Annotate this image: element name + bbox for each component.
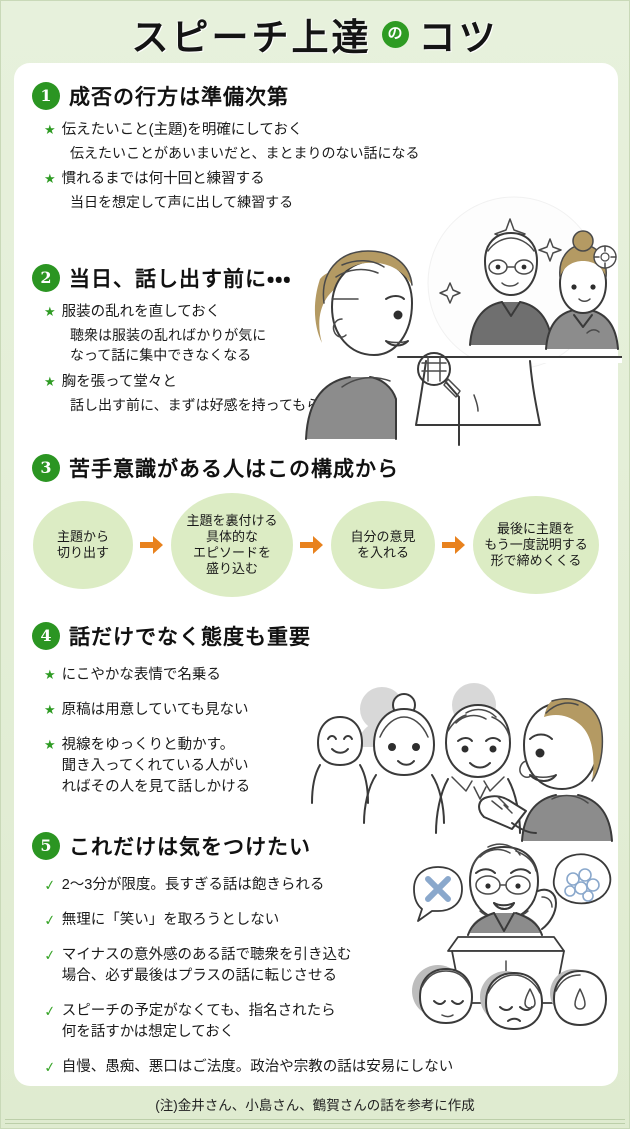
list-item: ★ 視線をゆっくりと動かす。 聞き入ってくれている人がい ればその人を見て話しか… — [44, 735, 618, 798]
flow-step-4: 最後に主題を もう一度説明する 形で締めくくる — [473, 496, 599, 594]
flow-step-1: 主題から 切り出す — [33, 501, 133, 589]
section-1-bullets: ★ 伝えたいこと(主題)を明確にしておく 伝えたいことがあいまいだと、まとまりの… — [44, 120, 618, 213]
check-icon: ✓ — [42, 911, 57, 929]
section-3: 3 苦手意識がある人はこの構成から 主題から 切り出す 主題を裏付ける 具体的な… — [14, 453, 618, 597]
flow-arrow-2 — [297, 534, 327, 556]
star-icon: ★ — [44, 122, 56, 137]
section-2: 2 当日、話し出す前に・・・ ★ 服装の乱れを直しておく 聴衆は服装の乱ればかり… — [14, 263, 618, 421]
list-item: ★ 慣れるまでは何十回と練習する — [44, 169, 618, 190]
title-part-1: スピーチ上達 — [131, 15, 372, 59]
speech-structure-flow: 主題から 切り出す 主題を裏付ける 具体的な エピソードを 盛り込む 自分の — [14, 493, 618, 597]
section-5: 5 これだけは気をつけたい ✓ 2〜3分が限度。長すぎる話は飽きられる ✓ 無理… — [14, 831, 618, 1080]
section-1-heading: 1 成否の行方は準備次第 — [32, 81, 618, 111]
section-2-title: 当日、話し出す前に・・・ — [69, 266, 292, 291]
section-3-heading: 3 苦手意識がある人はこの構成から — [32, 453, 618, 483]
section-5-number-badge: 5 — [32, 832, 60, 860]
list-item: ★ 原稿は用意していても見ない — [44, 700, 618, 721]
flow-step-2-label: 主題を裏付ける 具体的な エピソードを 盛り込む — [186, 512, 278, 577]
section-4-bullets: ★ にこやかな表情で名乗る ★ 原稿は用意していても見ない ★ 視線をゆっくりと… — [44, 665, 618, 798]
list-item-text: 原稿は用意していても見ない — [61, 702, 249, 719]
section-1: 1 成否の行方は準備次第 ★ 伝えたいこと(主題)を明確にしておく 伝えたいこと… — [14, 81, 618, 219]
section-5-title: これだけは気をつけたい — [69, 834, 311, 859]
title-particle-circle: の — [381, 20, 409, 48]
list-item-text: 2〜3分が限度。長すぎる話は飽きられる — [61, 877, 325, 893]
footer-rule — [5, 1119, 625, 1124]
flow-step-4-label: 最後に主題を もう一度説明する 形で締めくくる — [484, 520, 588, 569]
star-icon: ★ — [44, 737, 56, 753]
section-4: 4 話だけでなく態度も重要 ★ にこやかな表情で名乗る ★ 原稿は用意していても… — [14, 621, 618, 800]
poster-title: スピーチ上達 の コツ — [1, 1, 629, 67]
list-item: ✓ マイナスの意外感のある話で聴衆を引き込む 場合、必ず最後はプラスの話に転じさ… — [42, 945, 618, 987]
flow-arrow-3 — [439, 534, 469, 556]
list-item-sub: 話し出す前に、まずは好感を持ってもらう — [70, 396, 335, 413]
list-item-text: スピーチの予定がなくても、指名されたら 何を話すかは想定しておく — [61, 1003, 336, 1041]
section-5-heading: 5 これだけは気をつけたい — [32, 831, 618, 861]
arrow-right-icon — [300, 536, 323, 554]
section-1-number-badge: 1 — [32, 82, 60, 110]
flow-step-3-label: 自分の意見 を入れる — [350, 528, 416, 560]
section-4-heading: 4 話だけでなく態度も重要 — [32, 621, 618, 651]
section-5-bullets: ✓ 2〜3分が限度。長すぎる話は飽きられる ✓ 無理に「笑い」を取ろうとしない … — [42, 875, 618, 1078]
content-card: 1 成否の行方は準備次第 ★ 伝えたいこと(主題)を明確にしておく 伝えたいこと… — [14, 63, 622, 1086]
section-2-bullets: ★ 服装の乱れを直しておく 聴衆は服装の乱ればかりが気に なって話に集中できなく… — [44, 302, 618, 415]
list-item: ★ にこやかな表情で名乗る — [44, 665, 618, 686]
list-item: ★ 伝えたいこと(主題)を明確にしておく — [44, 120, 618, 141]
flow-step-1-label: 主題から 切り出す — [56, 528, 109, 560]
list-item-text: 無理に「笑い」を取ろうとしない — [61, 912, 280, 929]
list-item-sub: 聴衆は服装の乱ればかりが気に なって話に集中できなくなる — [70, 327, 267, 364]
section-4-number-badge: 4 — [32, 622, 60, 650]
list-item: ✓ スピーチの予定がなくても、指名されたら 何を話すかは想定しておく — [42, 1001, 618, 1043]
flow-arrow-1 — [137, 534, 167, 556]
list-item-text: 伝えたいこと(主題)を明確にしておく — [61, 122, 303, 138]
title-part-2: コツ — [418, 15, 499, 59]
list-item: ★ 服装の乱れを直しておく — [44, 302, 618, 323]
check-icon: ✓ — [42, 1058, 57, 1076]
list-item-text: 胸を張って堂々と — [61, 373, 177, 390]
arrow-right-icon — [140, 536, 163, 554]
list-item: ✓ 無理に「笑い」を取ろうとしない — [42, 910, 618, 931]
star-icon: ★ — [44, 373, 56, 389]
footer-note: (注)金井さん、小島さん、鶴賀さんの話を参考に作成 — [155, 1098, 475, 1113]
list-item: ✓ 2〜3分が限度。長すぎる話は飽きられる — [42, 875, 618, 896]
star-icon: ★ — [44, 304, 56, 319]
flow-step-3: 自分の意見 を入れる — [331, 501, 435, 589]
list-item-text: にこやかな表情で名乗る — [61, 667, 221, 683]
star-icon: ★ — [44, 667, 56, 682]
list-item-text: マイナスの意外感のある話で聴衆を引き込む 場合、必ず最後はプラスの話に転じさせる — [61, 947, 352, 985]
star-icon: ★ — [44, 702, 56, 718]
section-2-number-badge: 2 — [32, 264, 60, 292]
list-item: ★ 胸を張って堂々と — [44, 372, 618, 393]
check-icon: ✓ — [42, 876, 57, 894]
star-icon: ★ — [44, 171, 56, 187]
check-icon: ✓ — [42, 1002, 57, 1020]
section-3-number-badge: 3 — [32, 454, 60, 482]
section-1-title: 成否の行方は準備次第 — [69, 84, 289, 109]
list-item-text: 視線をゆっくりと動かす。 聞き入ってくれている人がい ればその人を見て話しかける — [61, 737, 251, 796]
list-item-text: 自慢、愚痴、悪口はご法度。政治や宗教の話は安易にしない — [61, 1059, 454, 1076]
section-3-title: 苦手意識がある人はこの構成から — [69, 456, 399, 481]
flow-step-2: 主題を裏付ける 具体的な エピソードを 盛り込む — [171, 493, 293, 597]
section-4-title: 話だけでなく態度も重要 — [69, 624, 311, 649]
check-icon: ✓ — [42, 946, 57, 964]
section-2-heading: 2 当日、話し出す前に・・・ — [32, 263, 618, 293]
list-item-text: 服装の乱れを直しておく — [61, 304, 221, 320]
list-item-sub: 当日を想定して声に出して練習する — [70, 194, 294, 211]
list-item: ✓ 自慢、愚痴、悪口はご法度。政治や宗教の話は安易にしない — [42, 1057, 618, 1078]
list-item-sub: 伝えたいことがあいまいだと、まとまりのない話になる — [70, 145, 420, 162]
arrow-right-icon — [442, 536, 465, 554]
list-item-text: 慣れるまでは何十回と練習する — [61, 171, 265, 188]
